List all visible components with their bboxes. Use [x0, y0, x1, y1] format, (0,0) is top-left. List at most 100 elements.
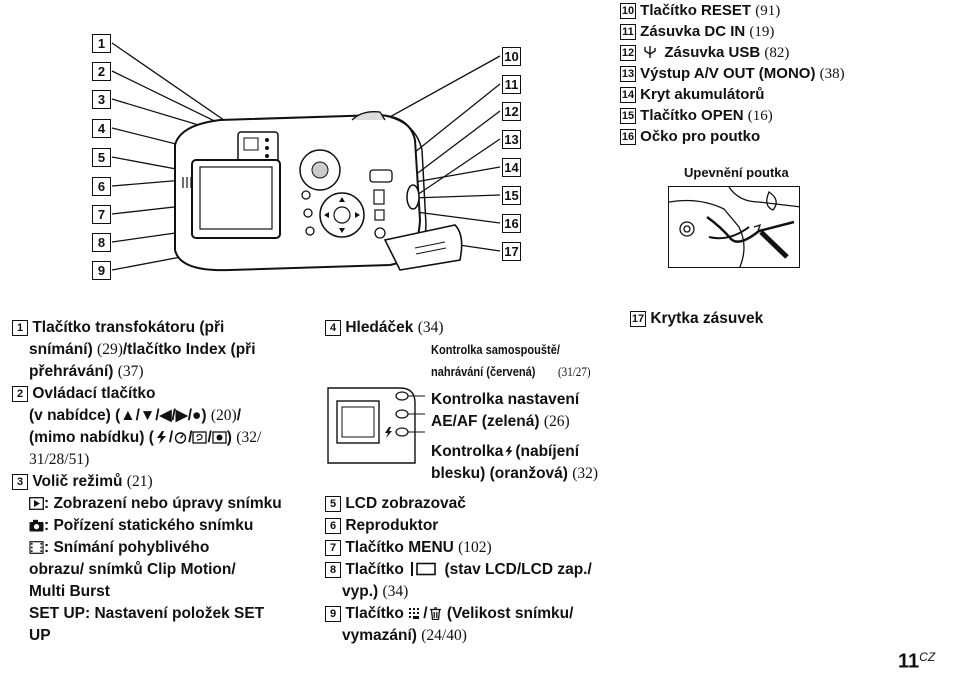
- display-button-icon: [411, 562, 437, 576]
- page-ref: (82): [764, 45, 790, 61]
- callout-9: 9: [92, 261, 111, 280]
- ae-af-lamp-label: Kontrolka nastavení: [431, 391, 580, 408]
- callout-13: 13: [502, 130, 521, 149]
- column-1: 1 Tlačítko transfokátoru (při snímání) (…: [12, 317, 312, 647]
- flash-icon: [156, 431, 166, 444]
- page-ref-cont: 31/28/51): [29, 451, 90, 468]
- page-ref: (16): [747, 108, 773, 124]
- item-number: 11: [620, 24, 636, 41]
- page-ref: (102): [458, 539, 492, 556]
- item-number-5: 5: [325, 495, 341, 512]
- callout-2: 2: [92, 62, 111, 81]
- item-1-line-1: Tlačítko transfokátoru (při: [32, 319, 225, 336]
- page-ref: (26): [543, 413, 570, 430]
- callout-6: 6: [92, 177, 111, 196]
- flash-lamp-label: Kontrolka: [431, 443, 504, 460]
- callout-16: 16: [502, 214, 521, 233]
- item-number-1: 1: [12, 319, 28, 336]
- item-number-6: 6: [325, 517, 341, 534]
- mode-still-label: : Pořízení statického snímku: [44, 517, 254, 534]
- page-ref: (24/40): [421, 627, 467, 644]
- item-number-4: 4: [325, 319, 341, 336]
- self-timer-icon: [174, 432, 187, 444]
- item-1-line-3: přehrávání): [29, 363, 114, 380]
- item-label: Výstup A/V OUT (MONO): [640, 65, 816, 82]
- self-timer-lamp-label-2: nahrávání (červená): [431, 364, 536, 379]
- page-ref: (32/: [236, 429, 262, 446]
- top-item-10: 10 Tlačítko RESET (91): [620, 0, 780, 22]
- slash: /: [207, 429, 212, 446]
- usb-icon: [644, 46, 656, 58]
- item-label: Tlačítko RESET: [640, 2, 752, 19]
- page-ref: (34): [417, 319, 444, 336]
- item-number: 12: [620, 45, 636, 62]
- page-ref: (31/27): [558, 364, 591, 379]
- mode-setup-label-2: UP: [29, 627, 51, 644]
- mode-movie-label-3: Multi Burst: [29, 583, 110, 600]
- top-item-15: 15 Tlačítko OPEN (16): [620, 105, 773, 127]
- page-language: CZ: [919, 650, 936, 664]
- self-timer-lamp-label: Kontrolka samospouště/: [431, 342, 560, 357]
- callout-14: 14: [502, 158, 521, 177]
- item-2-line-3: (mimo nabídku) (: [29, 429, 154, 446]
- callout-8: 8: [92, 233, 111, 252]
- item-1-line-2: snímání): [29, 341, 93, 358]
- page-number: 11CZ: [898, 650, 935, 673]
- callout-3: 3: [92, 90, 111, 109]
- page-ref: (21): [126, 473, 153, 490]
- camera-drawing: [111, 42, 501, 272]
- item-1-line-2b: /tlačítko Index (při: [122, 341, 256, 358]
- callout-17: 17: [502, 242, 521, 261]
- still-camera-icon: [29, 519, 44, 532]
- paren: ): [226, 429, 232, 446]
- mode-setup-label: SET UP: Nastavení položek SET: [29, 605, 265, 622]
- flash-icon: [505, 446, 513, 457]
- item-3-line-1: Volič režimů: [32, 473, 123, 490]
- callout-10: 10: [502, 47, 521, 66]
- page-ref: (20): [210, 407, 237, 424]
- item-number-7: 7: [325, 539, 341, 556]
- ae-af-lamp-label-2: AE/AF (zelená): [431, 413, 540, 430]
- macro-icon: [212, 431, 227, 444]
- top-item-11: 11 Zásuvka DC IN (19): [620, 21, 774, 43]
- item-label: Zásuvka USB: [664, 44, 761, 61]
- callout-1: 1: [92, 34, 111, 53]
- callout-15: 15: [502, 186, 521, 205]
- item-number-3: 3: [12, 473, 28, 490]
- item-number: 15: [620, 108, 636, 125]
- item-7-label: Tlačítko MENU: [345, 539, 454, 556]
- item-number-8: 8: [325, 561, 341, 578]
- slash: /: [168, 429, 174, 446]
- item-2-line-1: Ovládací tlačítko: [32, 385, 156, 402]
- item-4-label: Hledáček: [345, 319, 414, 336]
- callout-4: 4: [92, 119, 111, 138]
- item-label: Kryt akumulátorů: [640, 86, 765, 103]
- item-8-label-2: vyp.): [342, 583, 379, 600]
- flash-lamp-label-2: blesku) (oranžová): [431, 465, 568, 482]
- page-number-value: 11: [898, 650, 920, 673]
- page-ref: (91): [755, 3, 781, 19]
- slash: /: [188, 429, 193, 446]
- top-item-16: 16 Očko pro poutko: [620, 126, 760, 147]
- item-label: Očko pro poutko: [640, 128, 761, 145]
- page-ref: (34): [382, 583, 409, 600]
- viewfinder-diagram: [327, 387, 425, 464]
- callout-7: 7: [92, 205, 111, 224]
- item-6-label: Reproduktor: [345, 517, 439, 534]
- page-ref: (37): [117, 363, 144, 380]
- page-ref: (38): [819, 66, 845, 82]
- page-ref: (19): [749, 24, 775, 40]
- mode-movie-label: : Snímání pohyblivého: [44, 539, 210, 556]
- item-number-2: 2: [12, 385, 28, 402]
- playback-icon: [29, 497, 44, 510]
- top-item-12: 12 Zásuvka USB (82): [620, 42, 789, 64]
- item-number: 14: [620, 87, 636, 104]
- column-2: 4 Hledáček (34) Kontrolka samospouště/ n…: [325, 317, 625, 647]
- camera-illustration: 1 2 3 4 5 6 7 8 9 10 11 12 13 14 15 16 1…: [80, 20, 540, 285]
- trash-icon: [429, 607, 441, 620]
- item-8-label: Tlačítko: [345, 561, 404, 578]
- strap-illustration: [668, 186, 800, 268]
- strap-caption: Upevnění poutka: [684, 165, 789, 180]
- strap-drawing: [669, 187, 799, 267]
- slash: /: [236, 407, 242, 424]
